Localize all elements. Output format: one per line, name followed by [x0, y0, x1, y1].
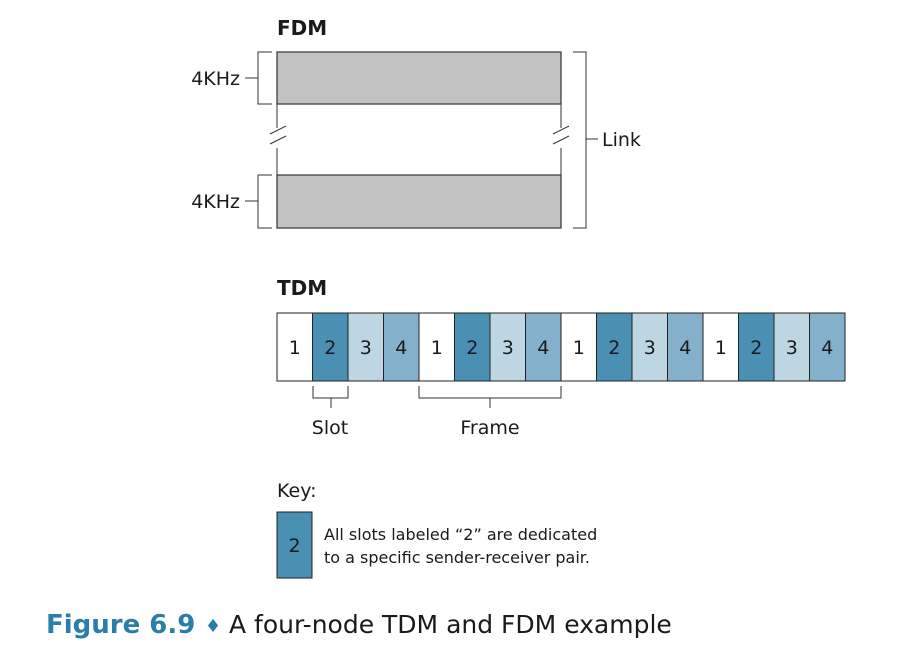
- fdm-link-bracket: [573, 51, 598, 229]
- tdm-slot-number: 1: [431, 337, 443, 359]
- fdm-link-label: Link: [602, 129, 641, 151]
- fdm-bottom-band: [276, 174, 562, 229]
- tdm-slot: [809, 312, 846, 382]
- fdm-top-band: [276, 51, 562, 105]
- tdm-slot: [276, 312, 313, 382]
- tdm-slot: [454, 312, 491, 382]
- tdm-slot: [312, 312, 349, 382]
- tdm-frame-bracket: [418, 386, 562, 408]
- key-description-line2: to a specific sender-receiver pair.: [324, 548, 590, 567]
- tdm-slot-number: 2: [466, 337, 478, 359]
- tdm-slot-number: 2: [324, 337, 336, 359]
- tdm-slot: [525, 312, 562, 382]
- tdm-slot-bracket: [312, 386, 349, 408]
- tdm-slot: [773, 312, 810, 382]
- fdm-right-edge: [552, 104, 570, 175]
- tdm-title: TDM: [277, 276, 327, 300]
- tdm-slot-number: 2: [750, 337, 762, 359]
- tdm-slot-number: 4: [395, 337, 407, 359]
- tdm-slot-number: 3: [360, 337, 372, 359]
- fdm-title: FDM: [277, 16, 327, 40]
- tdm-slot-number: 3: [786, 337, 798, 359]
- tdm-slot-number: 3: [644, 337, 656, 359]
- tdm-frame-label: Frame: [460, 417, 519, 439]
- tdm-slot: [738, 312, 775, 382]
- tdm-slot-number: 1: [289, 337, 301, 359]
- fdm-bottom-bandwidth-label: 4KHz: [191, 191, 240, 213]
- tdm-slot-number: 4: [821, 337, 833, 359]
- fdm-left-edge: [269, 104, 287, 175]
- tdm-slot-number: 2: [608, 337, 620, 359]
- tdm-slot-number: 1: [715, 337, 727, 359]
- tdm-slot: [702, 312, 739, 382]
- tdm-slot-number: 3: [502, 337, 514, 359]
- key-sample-slot: [276, 511, 313, 579]
- tdm-slot: [560, 312, 597, 382]
- tdm-slot-label: Slot: [312, 417, 348, 439]
- tdm-slot: [667, 312, 704, 382]
- fdm-bottom-bracket: [245, 174, 272, 229]
- fdm-top-bandwidth-label: 4KHz: [191, 68, 240, 90]
- tdm-slot-number: 4: [679, 337, 691, 359]
- key-description-line1: All slots labeled “2” are dedicated: [324, 525, 597, 544]
- tdm-slot-number: 4: [537, 337, 549, 359]
- key-sample-slot-number: 2: [288, 535, 300, 557]
- tdm-slot: [631, 312, 668, 382]
- figure-caption: A four-node TDM and FDM example: [229, 610, 672, 639]
- tdm-slot: [489, 312, 526, 382]
- tdm-slot-row: 1 2 3 4 1 2 3 4 1 2 3 4 1 2 3 4: [276, 312, 846, 382]
- caption-separator: ♦: [205, 616, 221, 637]
- tdm-slot-number: 1: [573, 337, 585, 359]
- fdm-top-bracket: [245, 51, 272, 105]
- key-title: Key:: [277, 480, 316, 502]
- figure-number: Figure 6.9: [46, 610, 195, 640]
